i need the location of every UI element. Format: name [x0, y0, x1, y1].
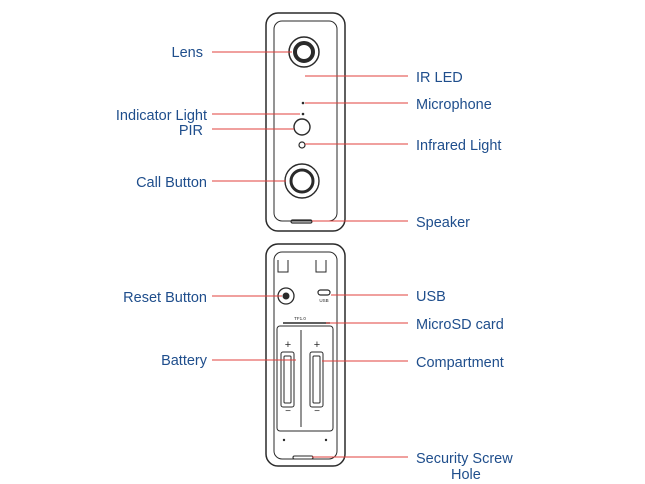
battery-compartment — [276, 325, 334, 432]
label-security-screw-hole-line1: Security Screw — [416, 451, 513, 467]
label-battery: Battery — [161, 353, 208, 369]
back-housing-inner — [273, 251, 338, 460]
doorbell-front-view — [265, 12, 346, 232]
battery-cell-left: + − — [280, 339, 295, 417]
microphone-hole — [301, 101, 305, 105]
label-ir-led: IR LED — [416, 70, 463, 86]
battery-slot-right-inner — [312, 355, 321, 404]
security-screw-hole — [292, 455, 314, 460]
battery-slot-left-outer — [280, 351, 295, 408]
bottom-foot-right — [324, 438, 328, 442]
leader-lines — [212, 51, 408, 458]
battery-plus-marking: + — [314, 339, 320, 351]
card-slot-marking: TF1.0 — [294, 316, 306, 321]
call-button — [289, 168, 315, 194]
back-housing-outer — [265, 243, 346, 467]
battery-cell-right: + − — [309, 339, 324, 417]
label-speaker: Speaker — [416, 215, 470, 231]
battery-slot-right-outer — [309, 351, 324, 408]
top-tab-left — [277, 260, 289, 273]
label-infrared-light: Infrared Light — [416, 138, 501, 154]
battery-minus-marking: − — [314, 406, 320, 417]
label-security-screw-hole-line2: Hole — [451, 467, 481, 483]
usb-port — [317, 289, 331, 296]
bottom-foot-left — [282, 438, 286, 442]
label-microphone: Microphone — [416, 97, 492, 113]
infrared-light — [298, 141, 306, 149]
battery-slot-left-inner — [283, 355, 292, 404]
doorbell-back-view: USB TF1.0 + − + − — [265, 243, 346, 467]
label-call-button: Call Button — [136, 175, 207, 191]
label-usb: USB — [416, 289, 446, 305]
lens — [293, 41, 315, 63]
label-pir: PIR — [179, 123, 203, 139]
battery-plus-marking: + — [285, 339, 291, 351]
label-indicator-light: Indicator Light — [116, 108, 207, 124]
usb-port-marking: USB — [319, 298, 328, 303]
top-tab-right — [315, 260, 327, 273]
front-housing-outer — [265, 12, 346, 232]
component-labels: Lens IR LED Microphone Indicator Light P… — [116, 45, 513, 483]
reset-button — [282, 292, 290, 300]
label-microsd-card: MicroSD card — [416, 317, 504, 333]
label-lens: Lens — [172, 45, 203, 61]
battery-minus-marking: − — [285, 406, 291, 417]
label-compartment: Compartment — [416, 355, 504, 371]
label-reset-button: Reset Button — [123, 290, 207, 306]
front-housing-inner — [273, 20, 338, 222]
indicator-light — [301, 112, 305, 116]
pir-sensor — [293, 118, 311, 136]
